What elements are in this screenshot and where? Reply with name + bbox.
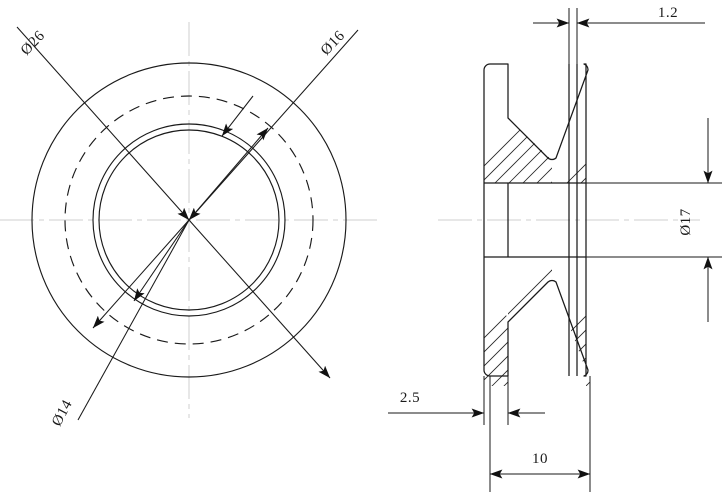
dim-10 [489, 376, 591, 492]
dim-leader-d26 [16, 26, 331, 379]
dim-label-d14: Ø14 [49, 397, 76, 429]
inner-circle-outer [92, 123, 286, 317]
dim-label-d16: Ø16 [318, 28, 349, 59]
dim-leader-d14 [77, 127, 269, 421]
section-hatching [484, 64, 592, 386]
hidden-circle [64, 95, 314, 345]
dim-label-10: 10 [532, 451, 548, 467]
dim-label-d17: Ø17 [678, 208, 694, 235]
dim-leader-d16 [92, 29, 359, 329]
dim-leader-inner-pair [133, 95, 254, 302]
dim-label-2-5: 2.5 [400, 390, 420, 406]
upper-profile-outline [483, 63, 589, 183]
lower-profile-outline [483, 257, 589, 377]
dim-label-1-2: 1.2 [658, 5, 678, 21]
dim-d17 [586, 118, 722, 322]
inner-circle-inner [98, 129, 280, 311]
dim-2-5 [388, 376, 545, 425]
front-circular-view: Ø26 Ø16 Ø14 [0, 22, 378, 429]
section-view: 1.2 Ø17 2.5 10 [388, 5, 722, 492]
dim-1-2 [533, 8, 705, 64]
outer-circle [31, 62, 347, 378]
